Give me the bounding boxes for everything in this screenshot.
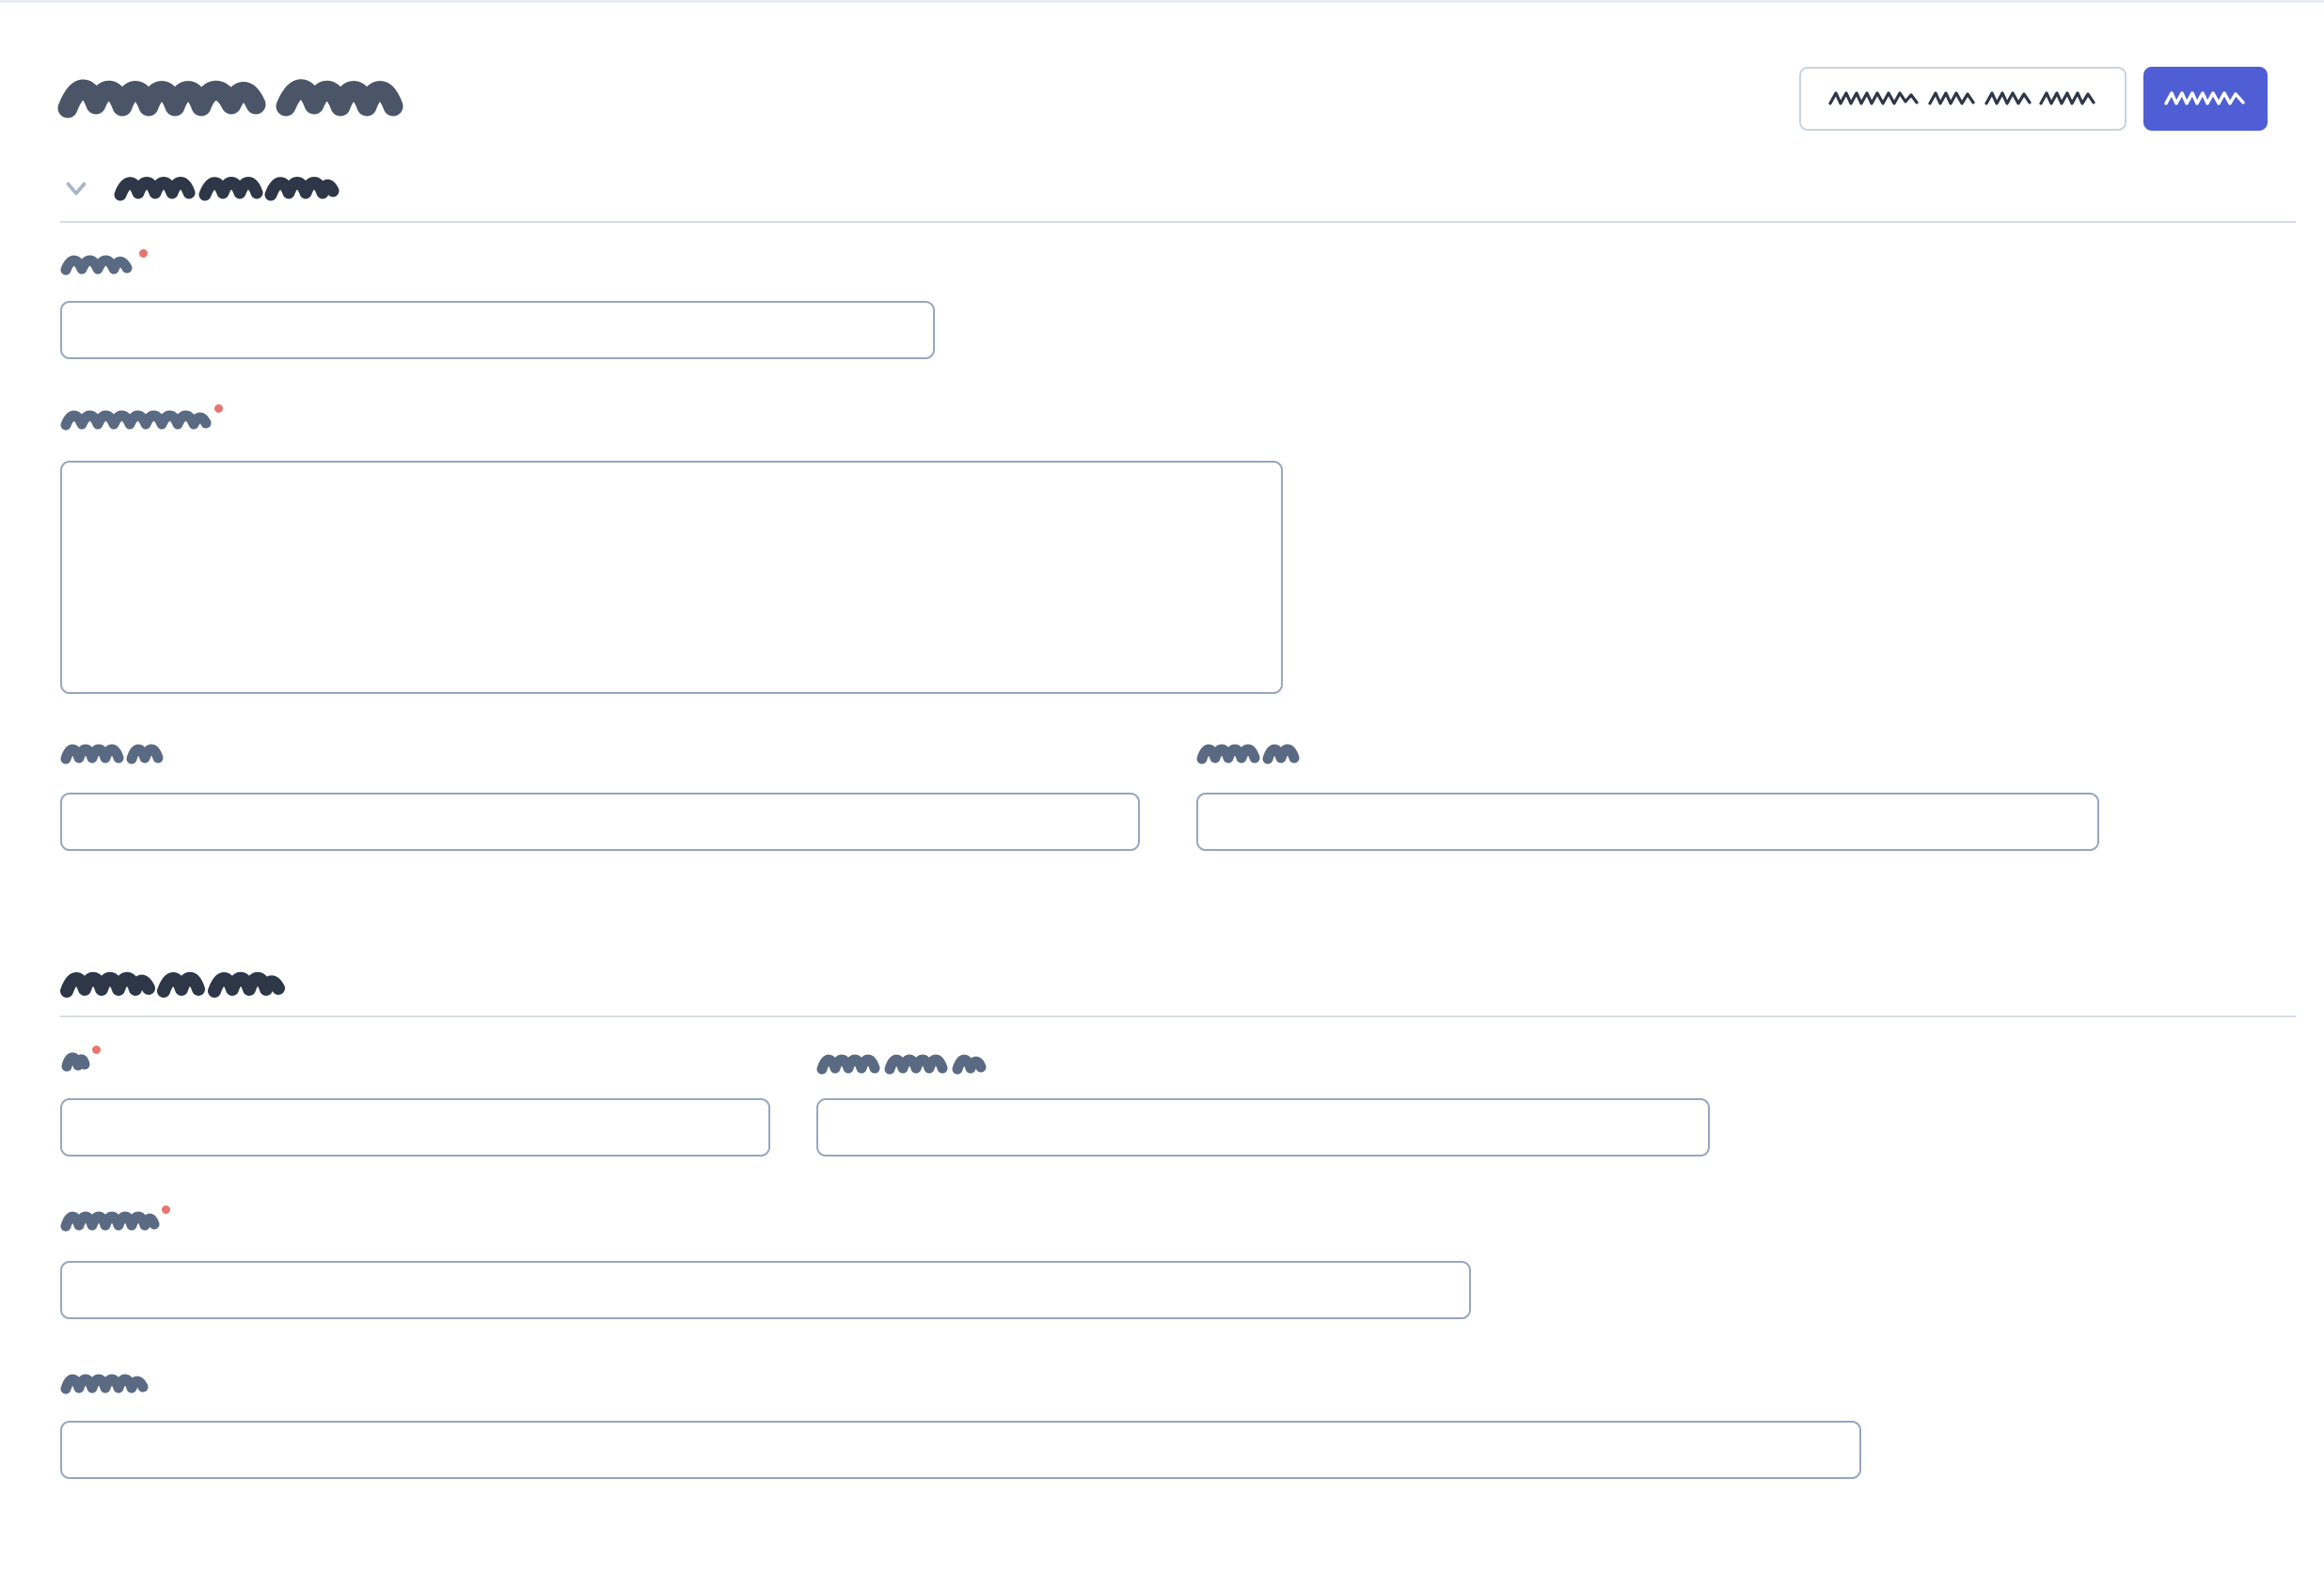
field-id-required-marker	[92, 1046, 101, 1054]
field-description-label	[60, 404, 223, 432]
chevron-down-icon[interactable]	[60, 172, 92, 204]
field-last-input[interactable]	[60, 1421, 1861, 1479]
section-2-title	[60, 969, 286, 1001]
section-2-divider	[60, 1015, 2296, 1017]
field-id-input[interactable]	[60, 1098, 770, 1157]
field-description-textarea[interactable]	[60, 461, 1283, 694]
field-description-required-marker	[214, 404, 223, 413]
field-left-2-label	[60, 741, 164, 765]
field-last-label-redaction	[60, 1374, 149, 1394]
field-id-label	[60, 1046, 101, 1073]
field-id-label-redaction	[61, 1052, 90, 1072]
field-address-required-marker	[162, 1205, 170, 1214]
page-title	[57, 76, 455, 119]
field-address-input[interactable]	[60, 1261, 1471, 1319]
header-actions	[1799, 67, 2268, 131]
field-left-2-input[interactable]	[60, 793, 1140, 851]
page-header	[0, 3, 2324, 153]
field-sub-input[interactable]	[816, 1098, 1710, 1157]
section-1-title-redaction	[114, 177, 340, 201]
field-name-label	[60, 249, 148, 276]
field-description-label-redaction	[60, 410, 212, 431]
field-last-label	[60, 1371, 150, 1395]
field-sub-label-redaction	[816, 1054, 987, 1075]
field-right-2-label-redaction	[1196, 744, 1300, 764]
field-name-required-marker	[139, 249, 148, 258]
section-1-title	[114, 174, 340, 202]
section-1-divider	[60, 221, 2296, 223]
field-sub-label	[816, 1051, 987, 1076]
field-right-2-label	[1196, 741, 1300, 765]
field-address-label	[60, 1205, 170, 1233]
primary-button[interactable]	[2143, 67, 2268, 131]
section-1-toggle[interactable]	[60, 172, 340, 204]
primary-button-label-redaction	[2164, 91, 2245, 105]
secondary-button-label-redaction	[1828, 91, 2095, 105]
field-name-label-redaction	[60, 255, 133, 275]
section-2-title-redaction	[60, 972, 285, 998]
field-right-2-input[interactable]	[1196, 793, 2099, 851]
field-address-label-redaction	[60, 1211, 160, 1232]
secondary-button[interactable]	[1799, 67, 2126, 131]
field-name-input[interactable]	[60, 301, 935, 359]
page-title-redaction	[57, 79, 403, 118]
field-left-2-label-redaction	[60, 744, 164, 764]
